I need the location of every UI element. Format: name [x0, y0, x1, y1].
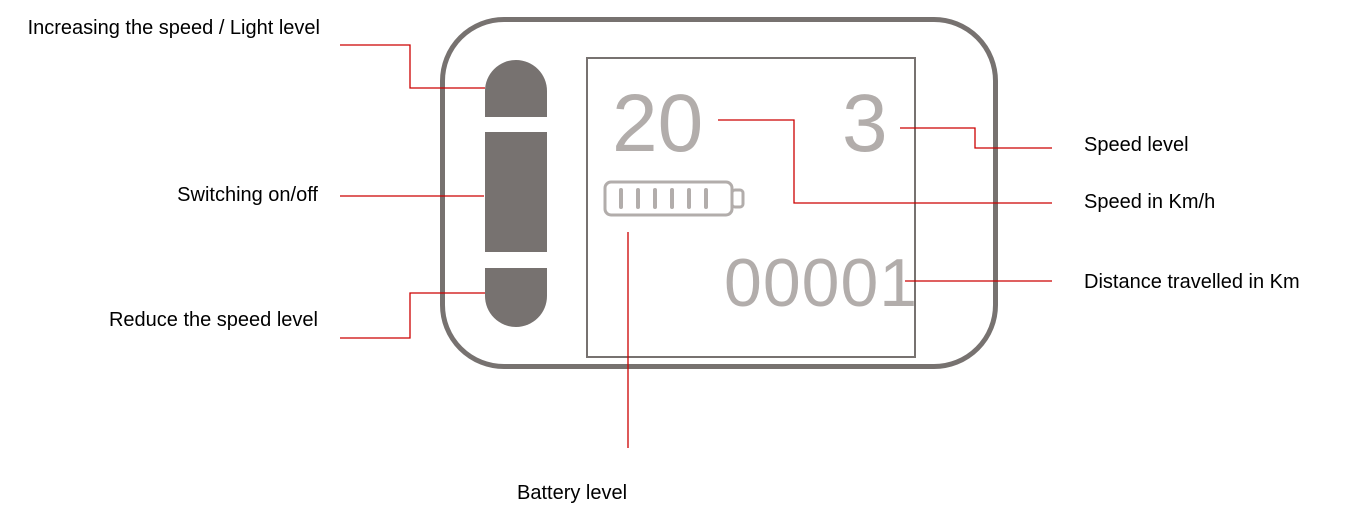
- label-reduce-speed: Reduce the speed level: [108, 309, 318, 331]
- distance-readout: 00001: [724, 245, 919, 321]
- label-distance: Distance travelled in Km: [1084, 271, 1300, 293]
- label-speed-level: Speed level: [1084, 134, 1189, 156]
- label-increase-speed: Increasing the speed / Light level: [27, 17, 320, 39]
- display-device: [440, 17, 998, 369]
- label-speed-kmh: Speed in Km/h: [1084, 191, 1216, 213]
- leader-increase: [340, 44, 485, 89]
- label-switching: Switching on/off: [177, 184, 318, 206]
- leader-speed-level: [900, 127, 1052, 149]
- lcd-screen: [586, 57, 916, 358]
- increase-button[interactable]: [485, 60, 547, 117]
- speed-readout: 20: [612, 78, 704, 169]
- leader-reduce: [340, 292, 485, 339]
- power-button[interactable]: [485, 132, 547, 252]
- decrease-button[interactable]: [485, 268, 547, 327]
- leader-speed-kmh: [718, 119, 1052, 204]
- speed-level-readout: 3: [842, 78, 888, 169]
- label-battery: Battery level: [517, 482, 628, 504]
- battery-icon: [603, 180, 745, 217]
